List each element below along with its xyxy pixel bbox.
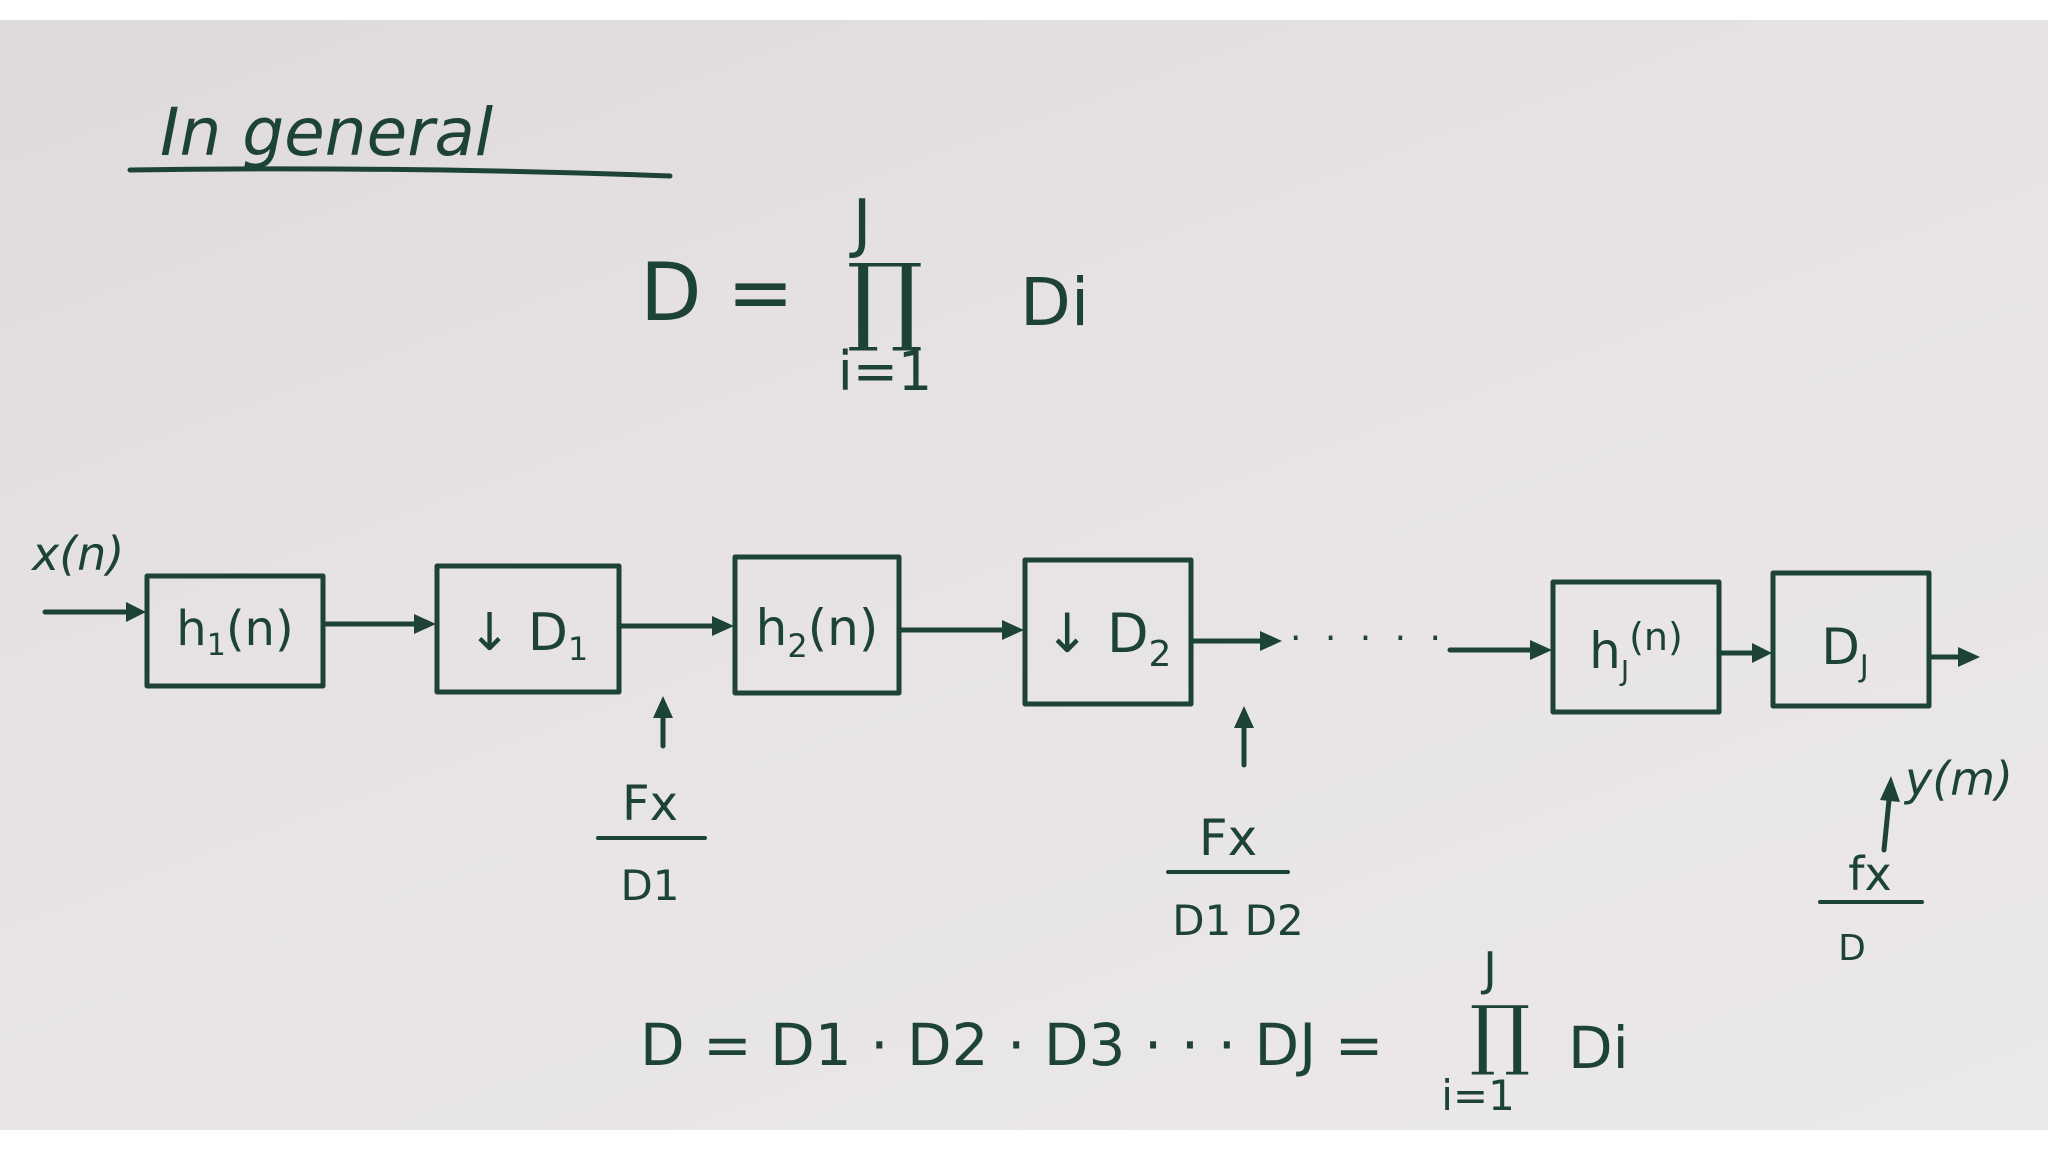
output-annotation: y(m) fx D xyxy=(1818,752,2013,969)
bottom-formula-product-symbol: ∏ xyxy=(1470,989,1531,1078)
rate-3-numerator: fx xyxy=(1848,847,1891,901)
heading-underline xyxy=(127,166,673,179)
continuation-dots: · · · · · xyxy=(1290,618,1447,659)
bottom-formula-lower: i=1 xyxy=(1441,1071,1515,1120)
rate-2-denominator: D1 D2 xyxy=(1172,896,1303,945)
rate-annotation-1: Fx D1 xyxy=(596,696,707,910)
block-d1-label: ↓ D1 xyxy=(468,603,589,668)
heading: In general xyxy=(160,94,494,171)
bottom-formula-expansion: D = D1 · D2 · D3 · · · DJ = xyxy=(640,1011,1383,1079)
block-dJ xyxy=(1770,570,1932,709)
block-hJ-label: hJ(n) xyxy=(1589,615,1683,687)
block-h1-label: h1(n) xyxy=(176,601,293,663)
input-arrowhead xyxy=(126,602,146,622)
top-formula: D = J ∏ i=1 Di xyxy=(640,187,1089,403)
whiteboard: In general D = J ∏ i=1 Di x(n) h1(n) ↓ D… xyxy=(0,20,2048,1130)
bottom-formula-operand: Di xyxy=(1568,1014,1629,1082)
block-hJ xyxy=(1550,579,1722,715)
block-d2-label: ↓ D2 xyxy=(1045,602,1172,675)
connecting-arrows xyxy=(320,614,1980,667)
block-h2-label: h2(n) xyxy=(756,599,879,665)
bottom-formula-upper: J xyxy=(1480,942,1497,996)
block-dJ-label: DJ xyxy=(1821,618,1868,684)
top-formula-upper: J xyxy=(849,187,872,261)
rate-1-denominator: D1 xyxy=(620,861,679,910)
block-d1 xyxy=(434,563,622,695)
output-signal-label: y(m) xyxy=(1903,752,2013,806)
top-formula-lower: i=1 xyxy=(838,340,933,403)
top-formula-product-symbol: ∏ xyxy=(847,243,923,355)
block-d2 xyxy=(1022,557,1194,707)
bottom-formula: D = D1 · D2 · D3 · · · DJ = J ∏ i=1 Di xyxy=(640,942,1629,1120)
block-h2 xyxy=(732,554,902,696)
rate-annotation-2: Fx D1 D2 xyxy=(1166,706,1304,945)
rate-1-numerator: Fx xyxy=(622,776,678,832)
block-h1 xyxy=(144,573,326,689)
signal-flow-diagram: In general D = J ∏ i=1 Di x(n) h1(n) ↓ D… xyxy=(30,94,2013,1120)
rate-2-numerator: Fx xyxy=(1199,809,1257,867)
top-formula-lhs: D = xyxy=(640,246,794,339)
input-signal-label: x(n) xyxy=(30,527,124,581)
rate-3-denominator: D xyxy=(1838,928,1866,969)
top-formula-operand: Di xyxy=(1020,264,1089,341)
